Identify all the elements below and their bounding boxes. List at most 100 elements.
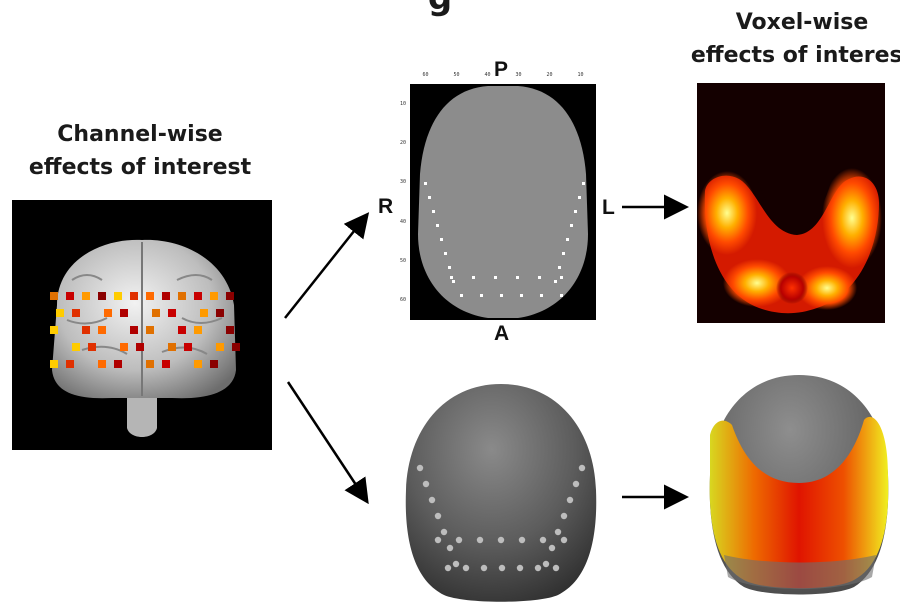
channel-marker [98, 326, 106, 334]
channel-marker [194, 326, 202, 334]
head-channel-dot [416, 464, 424, 472]
map-channel-dot [436, 224, 439, 227]
channel-marker [136, 343, 144, 351]
map-channel-dot [516, 276, 519, 279]
head-channel-dot [554, 528, 562, 536]
head-channel-dot [572, 480, 580, 488]
voxel-heatmap-panel [697, 83, 885, 323]
voxel-heatmap [697, 83, 885, 323]
map-channel-dot [460, 294, 463, 297]
head-channel-dot [498, 564, 506, 572]
channel-marker [232, 343, 240, 351]
channel-marker [50, 326, 58, 334]
head-channel-dot [560, 512, 568, 520]
topographic-map-panel: 60 50 40 30 20 10 10 20 30 40 50 60 [400, 72, 596, 320]
channel-marker [194, 292, 202, 300]
channel-marker [88, 343, 96, 351]
channel-marker [152, 309, 160, 317]
channel-marker [72, 343, 80, 351]
head-channel-dot [566, 496, 574, 504]
map-channel-dot [562, 252, 565, 255]
head-channel-dot [444, 564, 452, 572]
map-channel-dot [440, 238, 443, 241]
head-channel-dot [480, 564, 488, 572]
map-top-tick: 40 [484, 72, 491, 78]
brain-render-icon [50, 239, 240, 437]
head-channel-dot [539, 536, 547, 544]
map-side-tick: 40 [400, 218, 407, 225]
head-channel-dot [518, 536, 526, 544]
head-channel-dot [548, 544, 556, 552]
map-side-tick: 60 [400, 297, 407, 304]
map-side-tick: 10 [400, 100, 407, 107]
channel-marker [50, 292, 58, 300]
channel-marker [104, 309, 112, 317]
head-channel-dot [422, 480, 430, 488]
channel-marker [98, 360, 106, 368]
map-channel-dot [452, 280, 455, 283]
voxel-wise-title-line1: Voxel-wise [735, 10, 869, 35]
voxel-wise-title: Voxel-wise effects of interest [682, 6, 900, 72]
channel-marker [114, 292, 122, 300]
channel-marker [194, 360, 202, 368]
map-top-tick: 30 [515, 72, 522, 78]
channel-marker [178, 326, 186, 334]
channel-marker [178, 292, 186, 300]
channel-marker [168, 343, 176, 351]
channel-marker [130, 292, 138, 300]
channel-marker [162, 360, 170, 368]
channel-marker [56, 309, 64, 317]
head-channel-dot [434, 512, 442, 520]
map-channel-dot [500, 294, 503, 297]
map-channel-dot [432, 210, 435, 213]
map-channel-dot [540, 294, 543, 297]
map-channel-dot [424, 182, 427, 185]
head-channel-dot [552, 564, 560, 572]
map-channel-dot [494, 276, 497, 279]
map-top-tick: 10 [577, 72, 584, 78]
head-channel-dot [455, 536, 463, 544]
map-channel-dot [558, 266, 561, 269]
map-channel-dot [520, 294, 523, 297]
map-label-anterior: A [494, 322, 510, 345]
channel-marker [226, 326, 234, 334]
head-channel-dot [476, 536, 484, 544]
channel-marker [184, 343, 192, 351]
head-channel-dot [452, 560, 460, 568]
channel-marker [66, 292, 74, 300]
channel-wise-title: Channel-wise effects of interest [20, 118, 260, 184]
head-channel-dot [578, 464, 586, 472]
head-channel-dot [434, 536, 442, 544]
figure-title-fragment: g [340, 0, 540, 18]
channel-marker [114, 360, 122, 368]
map-channel-dot [570, 224, 573, 227]
head-channel-dot [440, 528, 448, 536]
channel-marker [210, 360, 218, 368]
map-top-tick: 50 [453, 72, 460, 78]
map-channel-dot [554, 280, 557, 283]
head-channel-dot [446, 544, 454, 552]
map-channel-dot [560, 276, 563, 279]
map-channel-dot [444, 252, 447, 255]
channel-marker [162, 292, 170, 300]
map-label-left: L [602, 196, 615, 219]
channel-marker [146, 326, 154, 334]
colored-head-icon [709, 375, 889, 595]
map-top-ticks: 60 50 40 30 20 10 [410, 72, 596, 78]
map-channel-dot [448, 266, 451, 269]
map-label-posterior: P [494, 58, 509, 81]
channel-marker [72, 309, 80, 317]
map-channel-dot [566, 238, 569, 241]
map-channel-dot [480, 294, 483, 297]
channel-marker [120, 343, 128, 351]
head-channel-dot [542, 560, 550, 568]
channel-marker [216, 309, 224, 317]
channel-marker [146, 360, 154, 368]
channel-marker [120, 309, 128, 317]
map-side-ticks: 10 20 30 40 50 60 [400, 84, 406, 320]
map-side-tick: 20 [400, 139, 407, 146]
channel-marker [82, 292, 90, 300]
voxel-wise-title-line2: effects of interest [690, 43, 900, 68]
map-channel-dot [450, 276, 453, 279]
